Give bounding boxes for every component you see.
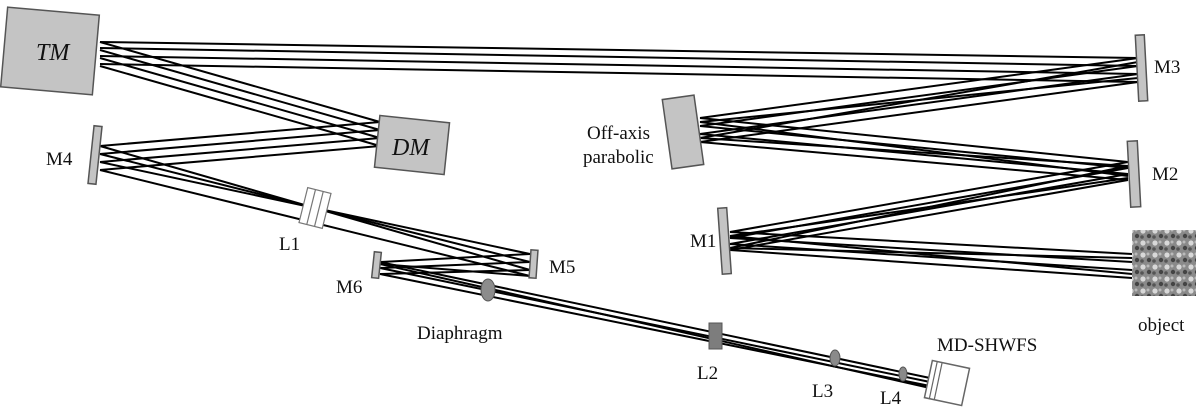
m5-mirror [528,249,539,280]
m5-label: M5 [549,257,575,278]
l3-lens [829,349,841,367]
m3-mirror [1134,33,1149,102]
tm-label: TM [36,40,71,66]
dm-label: DM [391,135,431,161]
diaphragm-label: Diaphragm [417,323,503,344]
m4-label: M4 [46,149,73,170]
object-label: object [1138,315,1185,336]
m2-mirror [1126,139,1142,209]
diaphragm [480,278,496,302]
beam-parabolic-to-m3 [699,57,1139,143]
parabolic-label-line2: parabolic [583,147,654,168]
off-axis-parabolic-mirror [661,94,705,170]
l3-label: L3 [812,381,833,402]
m6-mirror [370,250,383,280]
beam-m3-to-tm [99,41,1139,83]
tm-mirror [0,6,101,96]
m3-label: M3 [1154,57,1180,78]
wfs-label: MD-SHWFS [937,335,1037,356]
m2-label: M2 [1152,164,1178,185]
l4-lens [898,366,908,382]
l2-label: L2 [697,363,718,384]
object-target [1132,230,1196,296]
m1-mirror [716,206,733,275]
beam-object-to-m1 [729,231,1133,279]
beam-tm-to-dm [99,41,381,147]
m4-mirror [87,124,103,186]
l4-label: L4 [880,388,902,409]
dm-deformable-mirror [373,114,451,176]
md-shwfs-sensor [923,359,971,407]
l1-lens [298,186,332,230]
m1-label: M1 [690,231,716,252]
l2-lens [708,322,723,350]
beam-m1-to-m2 [729,161,1129,251]
parabolic-label-line1: Off-axis [587,123,650,144]
l1-label: L1 [279,234,300,255]
beam-dm-to-m4 [99,121,381,171]
m6-label: M6 [336,277,362,298]
